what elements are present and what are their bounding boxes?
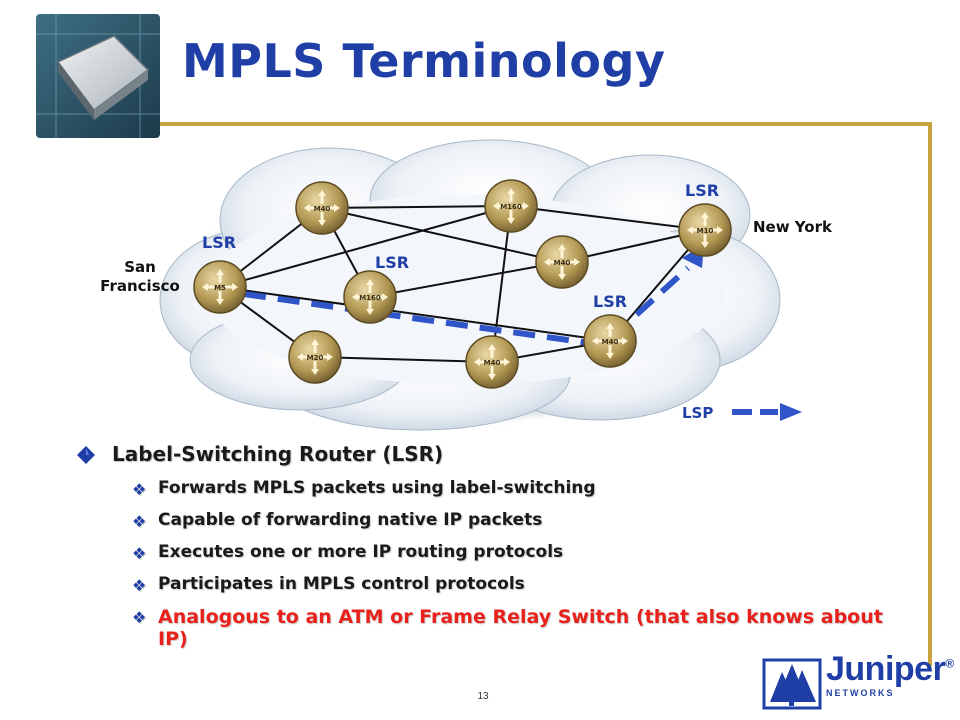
four-diamond-bullet-icon: ❖ (132, 544, 147, 563)
bullet-heading-row: Label-Switching Router (LSR) (76, 442, 916, 470)
link (314, 356, 493, 363)
highlight-bullet-row: ❖ Analogous to an ATM or Frame Relay Swi… (132, 606, 916, 650)
router-3: M40 (535, 235, 589, 289)
router-model-label: M20 (307, 354, 324, 362)
highlight-bullet-text: Analogous to an ATM or Frame Relay Switc… (158, 606, 883, 650)
link (219, 205, 512, 288)
san-francisco-label-box: San Francisco (100, 258, 180, 295)
sub-bullet-row: ❖ Capable of forwarding native IP packet… (132, 510, 916, 532)
router-model-label: M40 (554, 259, 571, 267)
router-5: M160 (343, 270, 397, 324)
router-sf: M5 (193, 260, 247, 314)
router-model-label: M10 (697, 227, 714, 235)
lsp-legend-arrow (732, 403, 802, 421)
logo-wordmark: Juniper® (826, 650, 954, 688)
san-francisco-label: San Francisco (100, 258, 180, 295)
router-2: M160 (484, 179, 538, 233)
router-model-label: M160 (359, 294, 381, 302)
router-model-label: M40 (484, 359, 501, 367)
gold-frame (160, 122, 932, 666)
router-8: M40 (583, 314, 637, 368)
router-1: M40 (295, 181, 349, 235)
router-ny: M10 (678, 203, 732, 257)
router-model-label: M160 (500, 203, 522, 211)
four-diamond-bullet-icon: ❖ (132, 512, 147, 531)
link (219, 286, 611, 342)
sub-bullet-text: Participates in MPLS control protocols (158, 574, 525, 594)
corner-chip-image (36, 14, 160, 138)
bullet-list: Label-Switching Router (LSR) ❖ Forwards … (76, 442, 916, 660)
router-model-label: M40 (314, 205, 331, 213)
sub-bullet-row: ❖ Executes one or more IP routing protoc… (132, 542, 916, 564)
lsr-label-lower-right: LSR (593, 292, 627, 311)
juniper-logo (762, 658, 822, 710)
page-title: MPLS Terminology (182, 34, 666, 88)
bullet-heading: Label-Switching Router (LSR) (112, 442, 444, 466)
router-6: M20 (288, 330, 342, 384)
diamond-bullet-icon (76, 442, 112, 470)
sub-bullet-text: Forwards MPLS packets using label-switch… (158, 478, 596, 498)
sub-bullet-row: ❖ Participates in MPLS control protocols (132, 574, 916, 596)
link (510, 205, 706, 231)
page-number: 13 (477, 691, 489, 702)
sub-bullet-row: ❖ Forwards MPLS packets using label-swit… (132, 478, 916, 500)
sub-bullet-text: Executes one or more IP routing protocol… (158, 542, 564, 562)
four-diamond-bullet-icon: ❖ (132, 608, 147, 627)
four-diamond-bullet-icon: ❖ (132, 576, 147, 595)
link (369, 261, 563, 298)
link (321, 205, 512, 209)
sub-bullet-text: Capable of forwarding native IP packets (158, 510, 543, 530)
router-model-label: M40 (602, 338, 619, 346)
router-model-label: M5 (214, 284, 226, 292)
lsr-label-left: LSR (202, 233, 236, 252)
link (321, 207, 563, 263)
lsp-legend-label: LSP (682, 404, 713, 422)
router-7: M40 (465, 335, 519, 389)
four-diamond-bullet-icon: ❖ (132, 480, 147, 499)
new-york-label: New York (753, 218, 833, 236)
lsr-label-center: LSR (375, 253, 409, 272)
logo-subtext: NETWORKS (826, 688, 895, 698)
routers: M5 M40 M160 M40 M10 (193, 179, 732, 389)
lsr-label-top-right: LSR (685, 181, 719, 200)
